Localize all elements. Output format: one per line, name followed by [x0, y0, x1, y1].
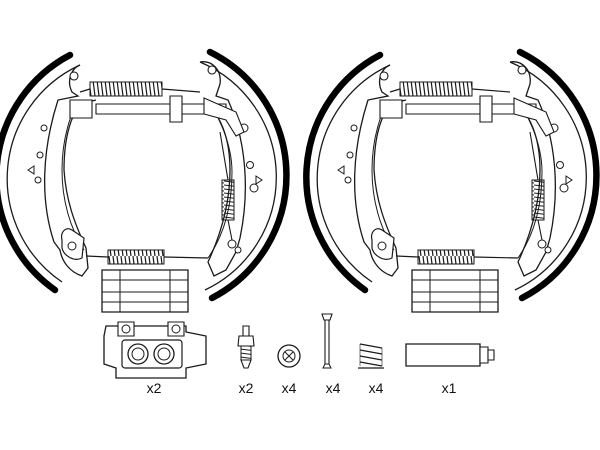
bleed-screw-icon [238, 326, 254, 368]
hold-down-spring-icon [358, 344, 384, 368]
grease-tube-icon [406, 344, 494, 366]
retaining-cup-icon [278, 345, 300, 367]
quantity-label-hold-down-spring: x4 [368, 380, 384, 396]
quantity-label-grease-tube: x1 [441, 380, 457, 396]
quantity-label-wheel-cylinder: x2 [146, 380, 162, 396]
quantity-label-bleed-screw: x2 [238, 380, 254, 396]
quantity-label-hold-down-pin: x4 [325, 380, 341, 396]
wheel-cylinder-icon [104, 322, 206, 378]
quantity-label-retaining-cup: x4 [281, 380, 297, 396]
brake-shoe-assembly-left [0, 52, 286, 312]
brake-shoe-assembly-right [306, 52, 596, 312]
hold-down-pin-icon [322, 314, 332, 368]
